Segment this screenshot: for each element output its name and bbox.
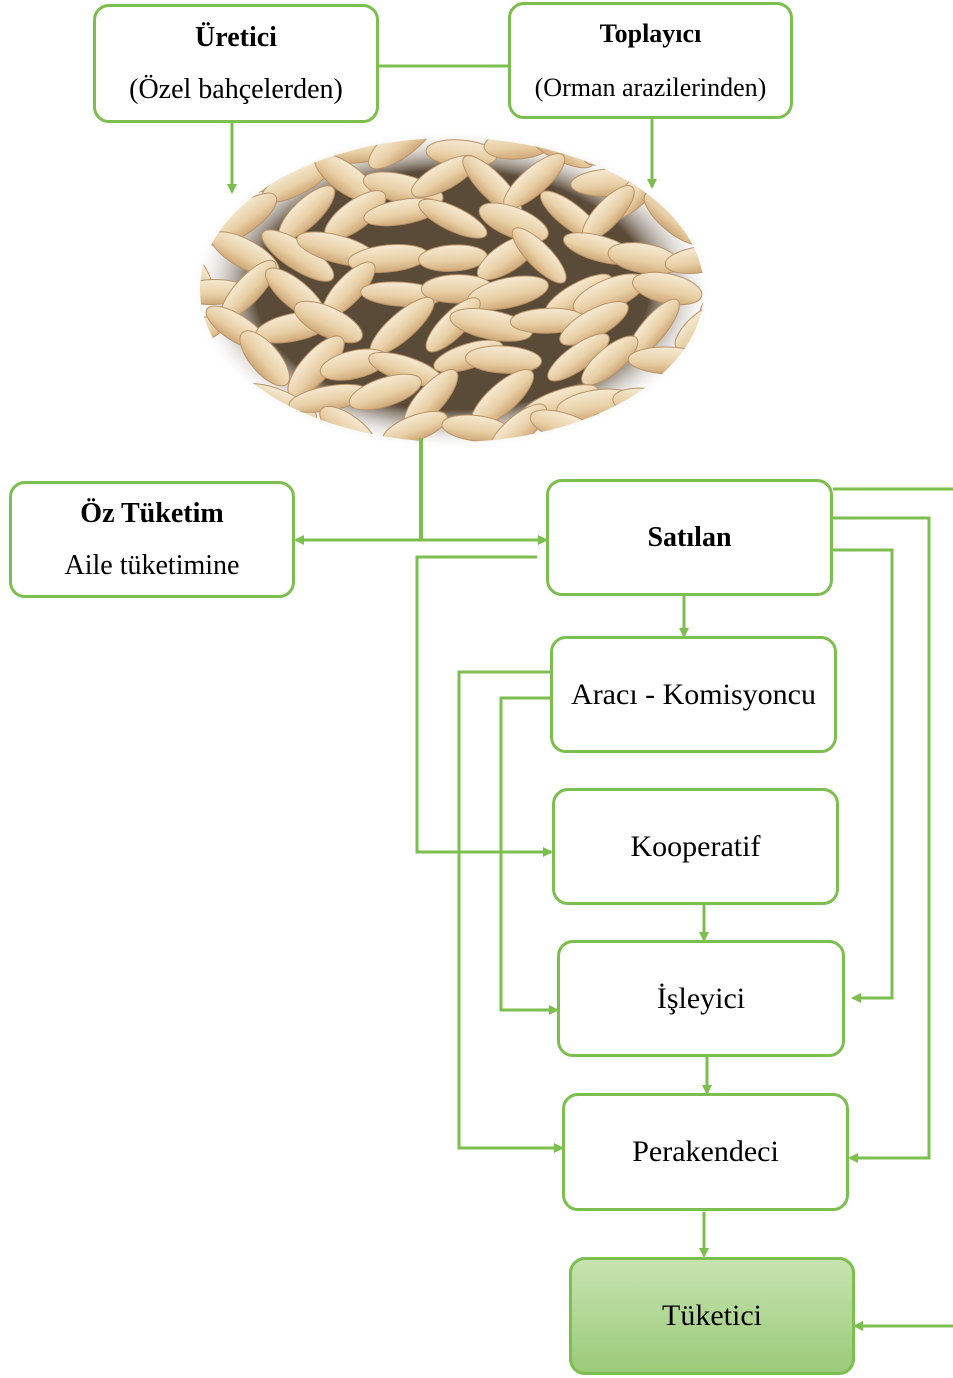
collector-box: Toplayıcı (Orman arazilerinden) [508, 2, 793, 119]
sold-to-processor-arrow [833, 550, 892, 998]
retailer-box: Perakendeci [562, 1093, 849, 1211]
cooperative-label: Kooperatif [631, 830, 761, 864]
producer-title: Üretici [195, 21, 277, 55]
broker-to-processor-arrow [501, 698, 557, 1010]
sold-box: Satılan [546, 479, 833, 596]
producer-box: Üretici (Özel bahçelerden) [93, 4, 379, 123]
cooperative-box: Kooperatif [552, 788, 839, 905]
sold-to-coop-arrow [417, 557, 551, 852]
collector-title: Toplayıcı [600, 18, 702, 49]
self-consumption-box: Öz Tüketim Aile tüketimine [9, 481, 295, 598]
sold-title: Satılan [647, 521, 731, 555]
broker-to-retailer-arrow [459, 672, 562, 1148]
broker-box: Aracı - Komisyoncu [550, 636, 837, 753]
consumer-box: Tüketici [569, 1257, 855, 1375]
producer-subtitle: (Özel bahçelerden) [129, 73, 343, 107]
sold-to-retailer-arrow [833, 518, 929, 1158]
processor-box: İşleyici [557, 940, 845, 1057]
consumer-label: Tüketici [662, 1299, 762, 1333]
self-consumption-subtitle: Aile tüketimine [65, 549, 240, 583]
broker-label: Aracı - Komisyoncu [571, 678, 816, 712]
processor-label: İşleyici [657, 982, 745, 1016]
retailer-label: Perakendeci [632, 1135, 779, 1169]
collector-subtitle: (Orman arazilerinden) [535, 72, 767, 103]
self-consumption-title: Öz Tüketim [80, 497, 223, 531]
